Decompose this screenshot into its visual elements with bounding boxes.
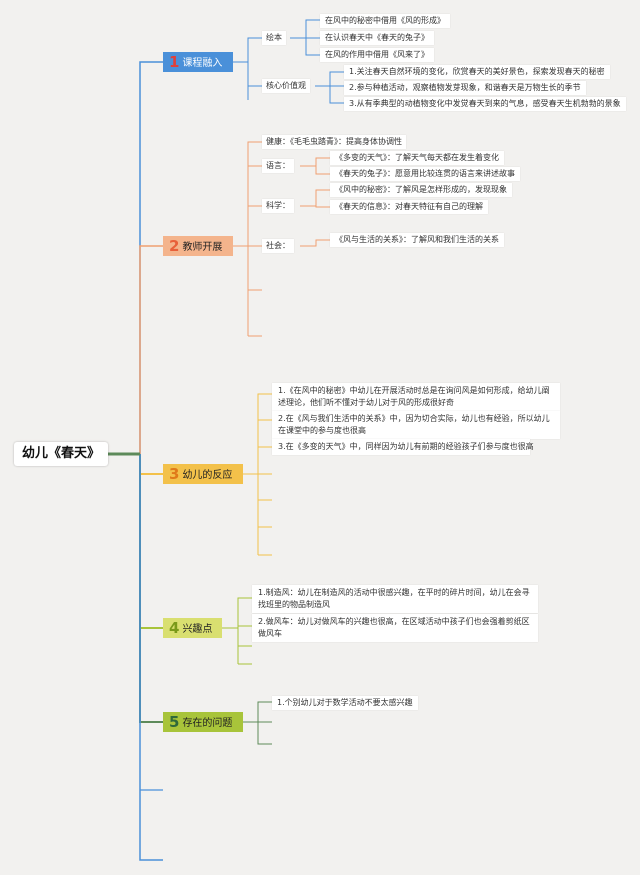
branch-2-label: 教师开展 — [182, 242, 223, 253]
b2-category-social[interactable]: 社会： — [262, 239, 294, 253]
b1-book-item-2[interactable]: 在认识春天中《春天的兔子》 — [320, 31, 434, 45]
b2-social-item-1[interactable]: 《风与生活的关系》：了解风和我们生活的关系 — [330, 233, 504, 247]
b1-value-item-2[interactable]: 2.参与种植活动，观察植物发芽现象，和谐春天是万物生长的季节 — [344, 81, 586, 95]
b4-interest-item-2[interactable]: 2.做风车：幼儿对做风车的兴趣也很高，在区域活动中孩子们也会强着剪纸区做风车 — [252, 614, 538, 642]
branch-5-label: 存在的问题 — [182, 718, 233, 729]
branch-4-number: 4 — [169, 619, 180, 637]
b5-problem-item-1[interactable]: 1.个别幼儿对于数学活动不要太感兴趣 — [272, 696, 418, 710]
branch-2-number: 2 — [169, 237, 180, 255]
b3-reaction-item-3[interactable]: 3.在《多变的天气》中，同样因为幼儿有前期的经验孩子们参与度也很高 — [272, 439, 534, 455]
b2-science-item-1[interactable]: 《风中的秘密》：了解风是怎样形成的，发现现象 — [330, 183, 512, 197]
b1-book-item-1[interactable]: 在风中的秘密中借用《风的形成》 — [320, 14, 450, 28]
b1-book-item-3[interactable]: 在风的作用中借用《风来了》 — [320, 48, 434, 62]
branch-1-number: 1 — [169, 53, 180, 71]
b2-language-item-2[interactable]: 《春天的兔子》：愿意用比较连贯的语言来讲述故事 — [330, 167, 520, 181]
b2-category-science[interactable]: 科学： — [262, 199, 294, 213]
branch-1-label: 课程融入 — [182, 58, 223, 69]
b1-value-item-3[interactable]: 3.从有季典型的动植物变化中发觉春天到来的气息，感受春天生机勃勃的景象 — [344, 97, 626, 111]
b4-interest-item-1[interactable]: 1.制造风：幼儿在制造风的活动中很感兴趣，在平时的碎片时间，幼儿在会寻找班里的物… — [252, 585, 538, 613]
b2-science-item-2[interactable]: 《春天的信息》：对春天特征有自己的理解 — [330, 200, 488, 214]
b2-category-language[interactable]: 语言： — [262, 159, 294, 173]
branch-5-number: 5 — [169, 713, 180, 731]
branch-4-label: 兴趣点 — [182, 624, 213, 635]
branch-3-number: 3 — [169, 465, 180, 483]
b3-reaction-item-1[interactable]: 1.《在风中的秘密》中幼儿在开展活动时总是在询问风是如何形成，给幼儿阐述理论，他… — [272, 383, 560, 411]
root-topic[interactable]: 幼儿《春天》 — [14, 442, 108, 466]
b2-language-item-1[interactable]: 《多变的天气》：了解天气每天都在发生着变化 — [330, 151, 504, 165]
b1-category-picture-books[interactable]: 绘本 — [262, 31, 286, 45]
b2-category-health[interactable]: 健康：《毛毛虫踏青》：提高身体协调性 — [262, 135, 406, 149]
b3-reaction-item-2[interactable]: 2.在《风与我们生活中的关系》中，因为切合实际，幼儿也有经验，所以幼儿在课堂中的… — [272, 411, 560, 439]
b1-category-core-values[interactable]: 核心价值观 — [262, 79, 310, 93]
branch-3-label: 幼儿的反应 — [182, 470, 233, 481]
b1-value-item-1[interactable]: 1.关注春天自然环境的变化，欣赏春天的美好景色，探索发现春天的秘密 — [344, 65, 610, 79]
